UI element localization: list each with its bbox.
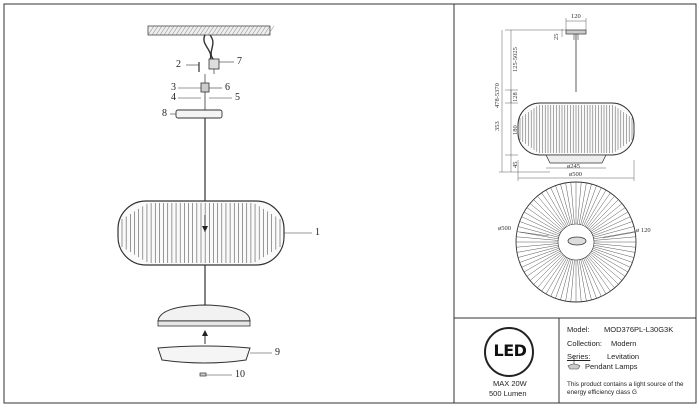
- side-elevation: [499, 18, 635, 181]
- dim-128: 128: [512, 92, 519, 102]
- callout-3: 3: [171, 82, 176, 93]
- callout-7: 7: [237, 56, 242, 67]
- led-badge: [484, 327, 581, 377]
- callout-4: 4: [171, 92, 176, 103]
- canopy: [175, 109, 223, 119]
- callout-10: 10: [235, 369, 245, 380]
- dim-120-top: 120: [571, 13, 581, 20]
- dim-120-plan: ø 120: [636, 227, 651, 234]
- model-label: Model:: [567, 325, 590, 334]
- dim-500-width: ø500: [569, 171, 582, 178]
- dim-245: ø245: [567, 163, 580, 170]
- supply-cable: [203, 34, 212, 61]
- led-logo: LED: [493, 341, 527, 360]
- dim-45: 45: [512, 161, 519, 169]
- series-label: Series:: [567, 352, 591, 361]
- exploded-view: [117, 25, 312, 377]
- callout-2: 2: [176, 59, 181, 70]
- callout-8: 8: [162, 108, 167, 119]
- callout-1: 1: [315, 227, 320, 238]
- dim-478-5370: 478-5370: [494, 83, 501, 108]
- plan-view: [515, 181, 637, 303]
- category-value: Pendant Lamps: [585, 362, 638, 371]
- callout-5: 5: [235, 92, 240, 103]
- dim-353: 353: [494, 121, 501, 131]
- diffuser: [157, 345, 251, 364]
- energy-note: This product contains a light source of …: [567, 381, 684, 396]
- model-value: MOD376PL-L30G3K: [604, 325, 674, 334]
- callout-6: 6: [225, 82, 230, 93]
- plan-canopy: [567, 236, 587, 246]
- collection-value: Modern: [611, 339, 637, 348]
- drawing-frame: [3, 3, 697, 404]
- callout-9: 9: [275, 347, 280, 358]
- collection-label: Collection:: [567, 339, 603, 348]
- dim-500-plan: ø500: [498, 225, 511, 232]
- dim-125-5025: 125-5025: [512, 47, 519, 72]
- canopy-ring: [200, 82, 210, 93]
- dim-25: 25: [553, 33, 560, 41]
- fixing-screw: [199, 372, 207, 377]
- terminal-block: [208, 58, 220, 70]
- led-module: [157, 304, 251, 322]
- series-value: Levitation: [607, 352, 640, 361]
- ceiling-plate: [147, 25, 275, 36]
- led-power: MAX 20W: [493, 379, 527, 388]
- dim-180: 180: [512, 125, 519, 135]
- led-lumen: 500 Lumen: [489, 389, 527, 398]
